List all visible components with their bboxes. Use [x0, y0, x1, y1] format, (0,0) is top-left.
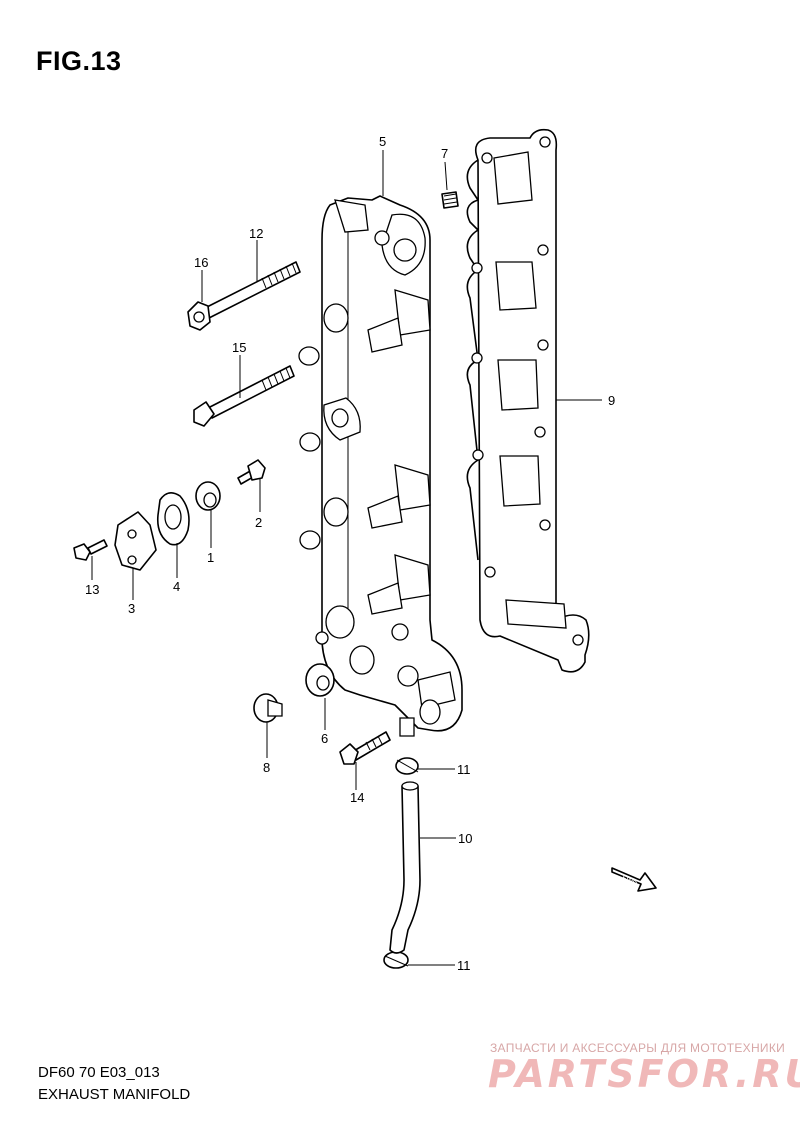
part-label-11-upper: 11	[457, 762, 471, 777]
diagram-code: DF60 70 E03_013	[38, 1064, 160, 1081]
part-label-12: 12	[249, 226, 263, 241]
diagram-caption: EXHAUST MANIFOLD	[38, 1086, 191, 1103]
fwd-arrow-icon: FWD	[611, 867, 657, 892]
cover-plate-part-3	[114, 511, 157, 571]
plug-part-8	[253, 693, 283, 723]
clamp-part-11-lower	[383, 951, 409, 969]
part-label-6: 6	[321, 731, 328, 746]
part-label-11-lower: 11	[457, 958, 471, 973]
plug-part-7	[441, 191, 459, 209]
bolt-part-14	[339, 731, 391, 765]
leader-lines	[91, 150, 602, 966]
part-label-8: 8	[263, 760, 270, 775]
part-labels: 1 2 3 4 5 6 7 8 9 10 11 11 12 13 14 15 1…	[85, 134, 615, 973]
part-label-5: 5	[379, 134, 386, 149]
part-label-14: 14	[350, 790, 364, 805]
clamp-part-11-upper	[395, 757, 419, 775]
manifold-body-part-5	[298, 195, 463, 737]
bolt-part-15	[193, 365, 295, 427]
watermark-logo: PARTSFOR.RU	[488, 1052, 800, 1096]
collar-part-1	[195, 481, 221, 511]
part-label-2: 2	[255, 515, 262, 530]
bolt-part-2	[237, 459, 266, 485]
gasket-part-4	[156, 492, 190, 546]
watermark-tagline: ЗАПЧАСТИ И АКСЕССУАРЫ ДЛЯ МОТОТЕХНИКИ	[490, 1041, 786, 1055]
part-label-7: 7	[441, 146, 448, 161]
figure-title: FIG.13	[36, 46, 122, 76]
bolt-part-12	[204, 261, 301, 319]
part-label-4: 4	[173, 579, 180, 594]
washer-part-16	[187, 301, 211, 331]
gasket-part-9	[466, 128, 590, 673]
part-label-13: 13	[85, 582, 99, 597]
part-label-10: 10	[458, 831, 472, 846]
hose-part-10	[389, 781, 421, 954]
part-label-9: 9	[608, 393, 615, 408]
bolt-part-13	[73, 539, 108, 561]
fwd-label: FWD	[621, 874, 638, 888]
part-label-3: 3	[128, 601, 135, 616]
washer-part-6	[305, 663, 335, 697]
part-label-16: 16	[194, 255, 208, 270]
part-label-1: 1	[207, 550, 214, 565]
part-label-15: 15	[232, 340, 246, 355]
